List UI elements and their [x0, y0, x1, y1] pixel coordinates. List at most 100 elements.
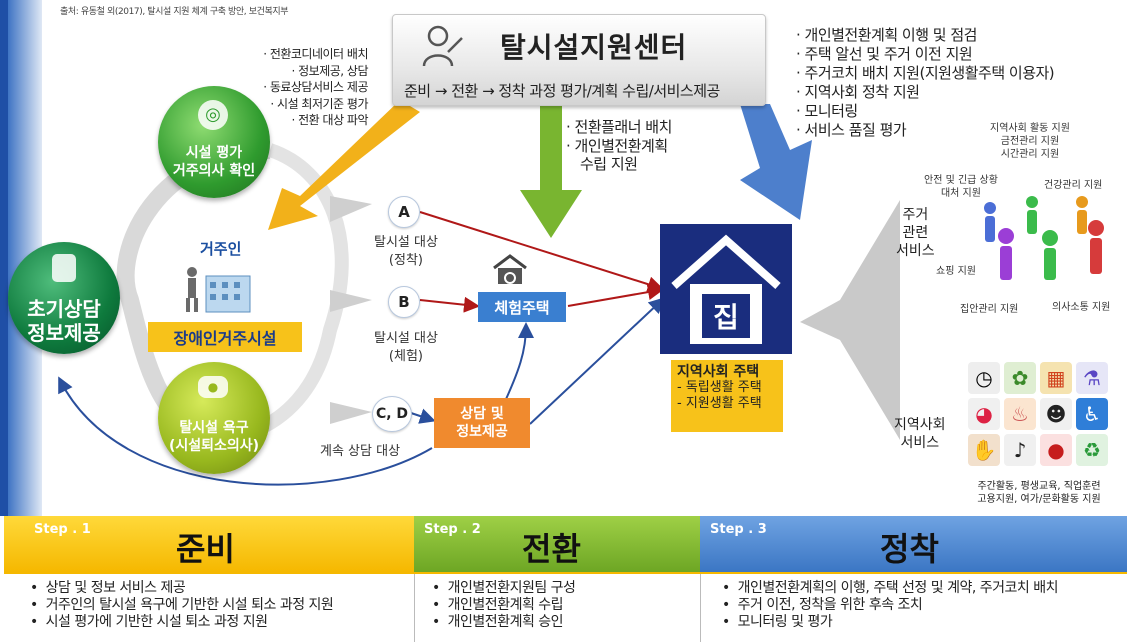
accessibility-icon: ♿	[1076, 398, 1108, 430]
continue-consult-label: 계속 상담 대상	[320, 444, 401, 459]
consult-info-label: 상담 및 정보제공	[456, 406, 508, 440]
recycle-icon: ♻	[1076, 434, 1108, 466]
penguin-icon: ☻	[1040, 398, 1072, 430]
step2-bar: Step . 2 전환	[414, 516, 700, 572]
home-icon-box: 집	[660, 224, 792, 354]
step3-title: 정착	[880, 530, 939, 568]
list-item: • 개인별전환계획의 이행, 주택 선정 및 계약, 주거코치 배치	[722, 580, 1058, 596]
flask-icon: ⚗	[1076, 362, 1108, 394]
list-item: · 개인별전환계획	[566, 136, 668, 155]
community-housing-item: - 지원생활 주택	[677, 396, 762, 411]
step-divider	[700, 574, 701, 642]
support-center-box	[392, 14, 766, 106]
settlement-support-list: · 개인별전환계획 이행 및 점검 · 주택 알선 및 주거 이전 지원 · 주…	[796, 26, 1055, 140]
list-item: • 개인별전환계획 수립	[432, 597, 564, 613]
list-item: · 주택 알선 및 주거 이전 지원	[796, 45, 973, 63]
target-b-label: 탈시설 대상 (체험)	[374, 331, 438, 364]
list-item: · 정보제공, 상담	[291, 63, 369, 78]
facility-evaluation-label: 시설 평가 거주의사 확인	[172, 145, 256, 179]
path-b-marker: B	[388, 286, 420, 318]
path-cd-marker: C, D	[372, 396, 412, 432]
step3-list: • 개인별전환계획의 이행, 주택 선정 및 계약, 주거코치 배치 • 주거 …	[722, 580, 1058, 631]
path-a-marker: A	[388, 196, 420, 228]
deinstitution-need-circle: ● 탈시설 욕구 (시설퇴소의사)	[158, 362, 270, 474]
cake-icon: ♨	[1004, 398, 1036, 430]
person-icon	[1026, 196, 1038, 234]
step-divider	[414, 574, 415, 642]
step2-label: Step . 2	[424, 522, 481, 537]
step1-label: Step . 1	[34, 522, 91, 537]
list-item: · 주거코치 배치 지원(지원생활주택 이용자)	[796, 64, 1055, 82]
red-line-a	[419, 211, 664, 293]
housing-service-label: 집안관리 지원	[960, 304, 1019, 315]
list-item: · 전환코디네이터 배치	[263, 47, 368, 61]
list-item: · 동료상담서비스 제공	[263, 80, 368, 94]
grey-arrow-b	[330, 290, 372, 312]
list-item: · 지역사회 정착 지원	[796, 83, 920, 101]
people-figures	[984, 196, 1104, 280]
plant-icon: ✿	[1004, 362, 1036, 394]
step1-bar: Step . 1 준비	[4, 516, 414, 572]
grey-arrow-c	[330, 402, 372, 424]
community-services-title: 지역사회 서비스	[894, 417, 946, 451]
housing-services-title: 주거 관련 서비스	[896, 207, 935, 259]
community-service-icons: ◷ ✿ ▦ ⚗ ◕ ♨ ☻ ♿ ✋ ♪ ● ♻	[968, 362, 1108, 466]
grey-arrow-a	[330, 196, 372, 222]
left-frame-bar	[0, 0, 8, 516]
music-icon: ♪	[1004, 434, 1036, 466]
residents-label: 거주인	[200, 240, 242, 258]
list-item: • 모니터링 및 평가	[722, 614, 833, 630]
list-item: · 전환플래너 배치	[566, 118, 672, 136]
source-note: 출처: 유동철 외(2017), 탈시설 지원 체계 구축 방안, 보건복지부	[60, 7, 289, 17]
deinstitution-need-label: 탈시설 욕구 (시설퇴소의사)	[168, 420, 260, 454]
person-icon	[1042, 230, 1058, 280]
step3-label: Step . 3	[710, 522, 767, 537]
housing-service-label: 안전 및 긴급 상황 대처 지원	[924, 175, 998, 199]
list-item: • 시설 평가에 기반한 시설 퇴소 과정 지원	[30, 614, 268, 630]
cube-icon: ▦	[1040, 362, 1072, 394]
list-item: 수립 지원	[580, 155, 638, 173]
prep-support-list: · 전환코디네이터 배치 · 정보제공, 상담 · 동료상담서비스 제공 · 시…	[236, 46, 368, 129]
home-icon	[671, 234, 781, 344]
person-icon	[984, 202, 996, 242]
community-housing-item: - 독립생활 주택	[677, 380, 762, 395]
facility-label: 장애인거주시설	[148, 322, 302, 352]
housing-service-label: 쇼핑 지원	[936, 266, 976, 277]
person-icon	[1088, 220, 1104, 274]
person-icon	[1076, 196, 1088, 234]
step-lists-border	[4, 572, 1127, 644]
blue-return-arrow	[58, 376, 433, 486]
community-housing-title: 지역사회 주택	[677, 364, 760, 380]
housing-service-label: 의사소통 지원	[1052, 302, 1111, 313]
list-item: • 거주인의 탈시설 욕구에 기반한 시설 퇴소 과정 지원	[30, 597, 334, 613]
red-line-exp	[567, 284, 664, 307]
phone-icon	[52, 254, 76, 282]
person-icon	[998, 228, 1014, 280]
blue-line-house	[529, 297, 665, 425]
home-char: 집	[713, 301, 739, 334]
list-item: · 개인별전환계획 이행 및 점검	[796, 26, 977, 44]
support-center-subtitle: 준비 → 전환 → 정착 과정 평가/계획 수립/서비스제공	[404, 82, 720, 100]
housing-service-label: 건강관리 지원	[1044, 180, 1103, 191]
person-idea-icon	[422, 25, 463, 67]
transition-support-list: · 전환플래너 배치 · 개인별전환계획 수립 지원	[566, 118, 672, 174]
list-item: • 상담 및 정보 서비스 제공	[30, 580, 186, 596]
clock-icon: ◷	[968, 362, 1000, 394]
facility-evaluation-circle: ◎ 시설 평가 거주의사 확인	[158, 86, 270, 198]
list-item: · 전환 대상 파악	[291, 113, 369, 127]
list-item: • 개인별전환지원팀 구성	[432, 580, 576, 596]
green-arrow	[520, 104, 582, 238]
list-item: · 모니터링	[796, 102, 858, 120]
step1-list: • 상담 및 정보 서비스 제공 • 거주인의 탈시설 욕구에 기반한 시설 퇴…	[30, 580, 334, 631]
step2-list: • 개인별전환지원팀 구성 • 개인별전환계획 수립 • 개인별전환계획 승인	[432, 580, 576, 631]
grey-arrow-right	[800, 200, 900, 440]
list-item: • 개인별전환계획 승인	[432, 614, 564, 630]
red-line-b	[419, 296, 480, 313]
pie-icon: ◕	[968, 398, 1000, 430]
step2-title: 전환	[522, 530, 581, 568]
list-item: · 서비스 품질 평가	[796, 121, 907, 139]
consult-info-box: 상담 및 정보제공	[434, 398, 530, 448]
cherry-icon: ●	[1040, 434, 1072, 466]
list-item: · 시설 최저기준 평가	[270, 96, 368, 111]
initial-consult-label: 초기상담 정보제공	[27, 297, 101, 345]
